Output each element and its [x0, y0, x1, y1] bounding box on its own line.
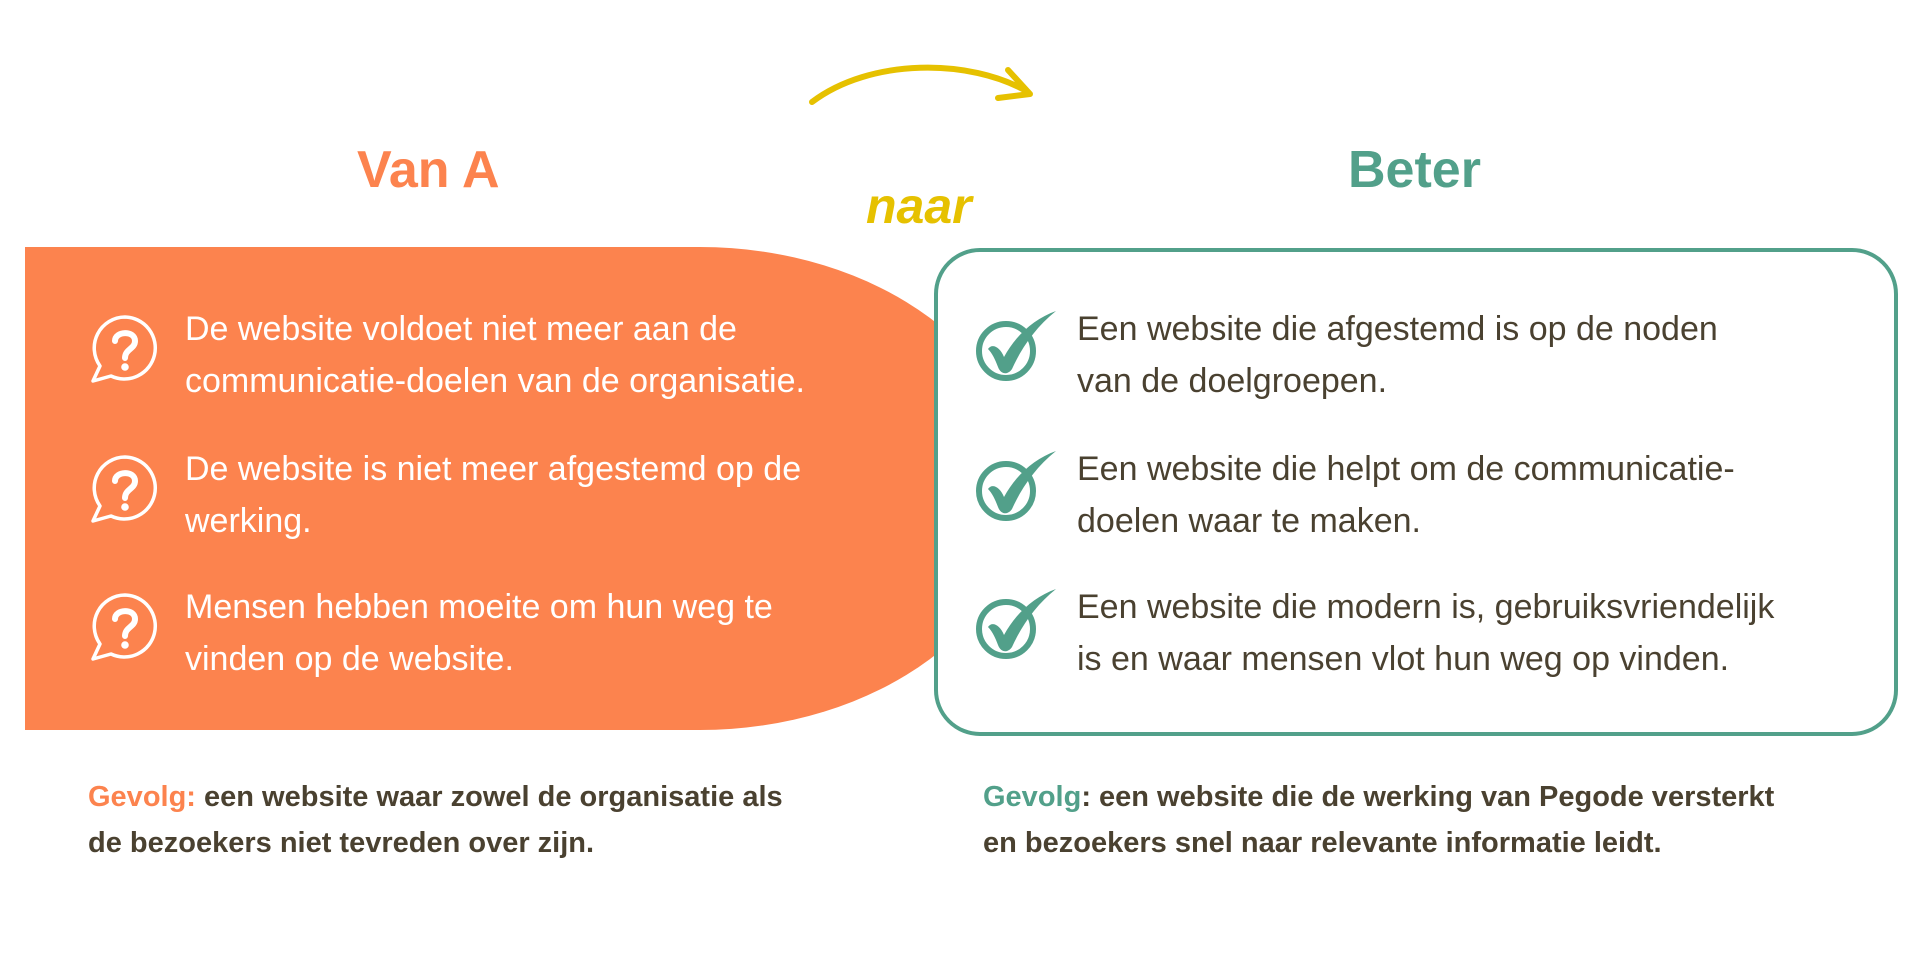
right-consequence: Gevolg: een website die de werking van P…	[983, 774, 1774, 866]
benefit-text-line: van de doelgroepen.	[1077, 362, 1388, 400]
van-a-title: Van A	[357, 141, 500, 199]
consequence-label: Gevolg	[983, 781, 1082, 813]
benefit-text-line: Een website die helpt om de communicatie…	[1077, 450, 1735, 488]
problem-text-line: communicatie-doelen van de organisatie.	[185, 362, 805, 400]
curved-arrow-icon	[809, 64, 1033, 105]
consequence-text: en bezoekers snel naar relevante informa…	[983, 827, 1662, 859]
benefit-text-line: doelen waar te maken.	[1077, 502, 1421, 540]
benefit-text-line: is en waar mensen vlot hun weg op vinden…	[1077, 640, 1730, 678]
benefit-text-line: Een website die afgestemd is op de noden	[1077, 310, 1718, 348]
check-circle-icon	[976, 451, 1056, 521]
problem-text-line: Mensen hebben moeite om hun weg te	[185, 588, 773, 626]
question-bubble-icon	[91, 455, 157, 523]
consequence-text: : een website die de werking van Pegode …	[1081, 781, 1775, 813]
current-situation-panel	[25, 247, 1025, 730]
benefit-text-line: Een website die modern is, gebruiksvrien…	[1077, 588, 1775, 626]
question-bubble-icon	[91, 315, 157, 383]
problem-text-line: De website is niet meer afgestemd op de	[185, 450, 802, 488]
problem-text-line: werking.	[185, 502, 312, 540]
consequence-text: een website waar zowel de organisatie al…	[195, 781, 783, 813]
consequence-text: de bezoekers niet tevreden over zijn.	[88, 827, 595, 859]
improved-situation-panel	[934, 248, 1898, 736]
check-circle-icon	[976, 311, 1056, 381]
naar-connector-label: naar	[866, 178, 972, 234]
question-bubble-icon	[91, 593, 157, 661]
check-circle-icon	[976, 589, 1056, 659]
left-consequence: Gevolg: een website waar zowel de organi…	[88, 774, 783, 866]
consequence-label: Gevolg:	[88, 781, 196, 813]
problem-text-line: vinden op de website.	[185, 640, 514, 678]
beter-title: Beter	[1348, 141, 1481, 199]
problem-text-line: De website voldoet niet meer aan de	[185, 310, 737, 348]
